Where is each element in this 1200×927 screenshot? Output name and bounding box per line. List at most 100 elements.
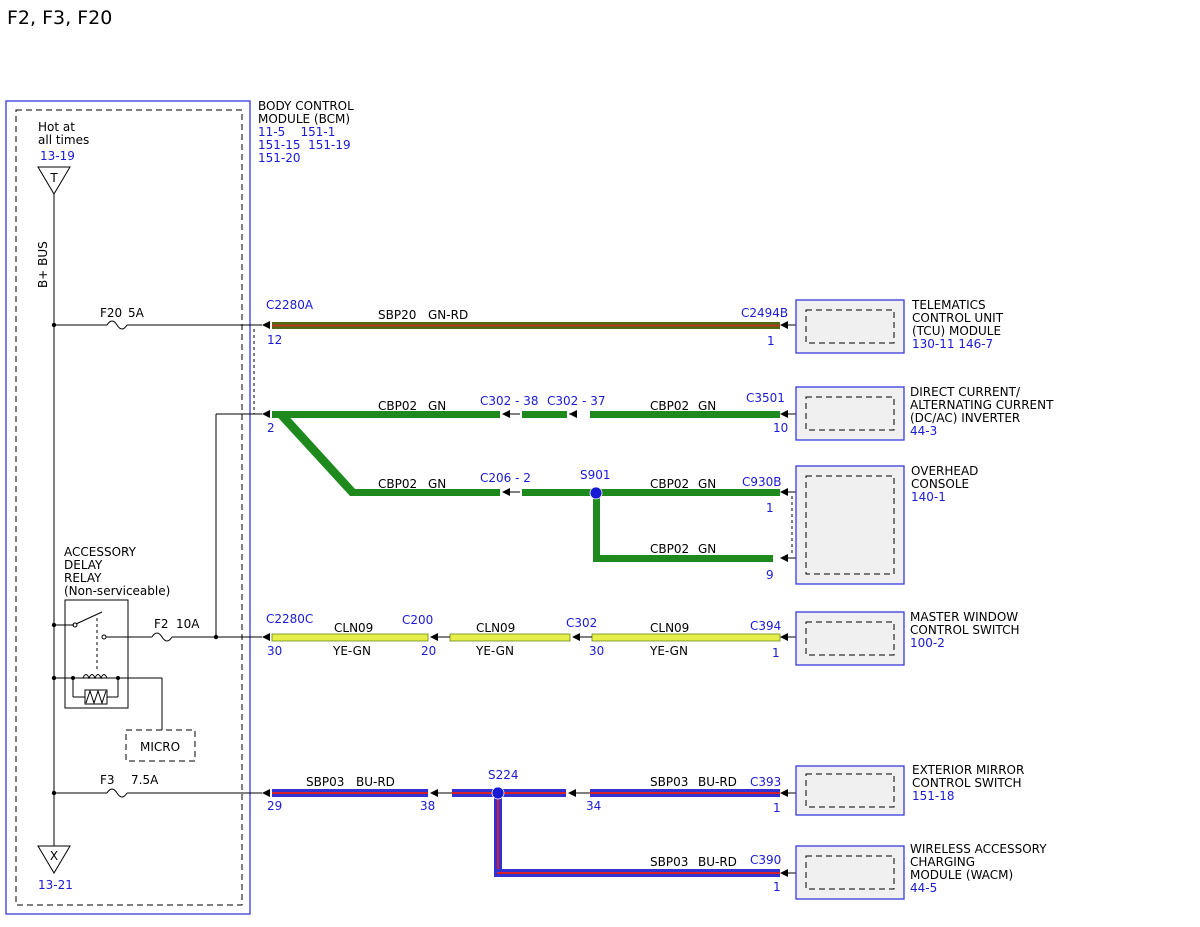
splice-s901 [589, 486, 603, 500]
wire-cln09 [271, 633, 781, 642]
power-source-symbol [37, 166, 71, 195]
oh-ref: 140-1 [911, 490, 946, 504]
bcm-outer-box [5, 100, 251, 915]
wire-sbp20-stripe [272, 324, 780, 327]
wire-sbp03-seg4-stripe [497, 872, 780, 874]
s901-label: S901 [580, 468, 611, 482]
wire-cbp02-oh-drop [593, 492, 600, 562]
bcm-name-line: BODY CONTROL [258, 99, 354, 113]
oh-wire-color: GN [698, 542, 716, 556]
c200-label: C200 [402, 613, 433, 627]
c393-label: C393 [750, 775, 781, 789]
relay-label-line: ACCESSORY [64, 545, 137, 559]
oh-wire-color: GN [698, 477, 716, 491]
mirror-box [795, 765, 905, 816]
tcu-circuit: SBP20 [378, 308, 416, 322]
resistor-zigzag [85, 689, 107, 705]
wire-cbp02-seg1 [272, 411, 500, 418]
bcm-ref-line: 151-15 151-19 [258, 138, 351, 152]
relay-box [64, 599, 129, 709]
oh-box [795, 465, 905, 585]
relay-label-line: (Non-serviceable) [64, 584, 170, 598]
mirror-circuit: SBP03 [650, 775, 688, 789]
c2280c-label: C2280C [266, 612, 313, 626]
bcm-ref-line: 11-5 151-1 [258, 125, 335, 139]
c2280a-pin12-arrow [262, 321, 270, 329]
mwcs-circuit: CLN09 [650, 621, 689, 635]
ground-letter: X [50, 849, 58, 863]
micro-box [125, 729, 196, 762]
mirror-circuit: SBP03 [306, 775, 344, 789]
oh-connector-arrow [780, 488, 788, 496]
mwcs-wire-color: YE-GN [332, 644, 371, 658]
c930b-pin9: 9 [766, 568, 774, 582]
dcac-circuit: CBP02 [650, 399, 689, 413]
wacm-box [795, 845, 905, 900]
c302-38-arrow [502, 410, 510, 418]
mwcs-circuit: CLN09 [476, 621, 515, 635]
dcac-inner-box [805, 396, 895, 431]
c930b-pin1: 1 [766, 501, 774, 515]
wire-sbp20 [272, 322, 780, 329]
tcu-connector-arrow [780, 321, 788, 329]
f3-fuse-name: F3 [100, 773, 115, 787]
micro-label: MICRO [140, 740, 180, 754]
pin34-label: 34 [586, 799, 601, 813]
accessory-delay-relay: ACCESSORY DELAY RELAY (Non-serviceable) [51, 545, 170, 730]
wire-cbp02-oh-seg3 [593, 555, 773, 562]
relay-contact [101, 634, 107, 640]
oh-circuit: CBP02 [378, 477, 417, 491]
tcu-ref: 130-11 146-7 [912, 337, 993, 351]
dcac-box [795, 386, 905, 441]
pin29-arrow [262, 789, 270, 797]
oh-label-line: OVERHEAD [911, 464, 978, 478]
f2-fuse-symbol [151, 632, 173, 642]
mwcs-inner-box [805, 621, 895, 656]
c302-pin: 30 [589, 644, 604, 658]
mirror-inner-box [805, 773, 895, 808]
c302-37-label: C302 - 37 [547, 394, 606, 408]
dcac-end-pin: 10 [773, 421, 788, 435]
wacm-wire-color: BU-RD [698, 855, 737, 869]
module-tcu: TELEMATICS CONTROL UNIT (TCU) MODULE 130… [795, 298, 1004, 354]
pin38-label: 38 [420, 799, 435, 813]
c394-pin: 1 [772, 646, 780, 660]
wacm-label-line: WIRELESS ACCESSORY [910, 842, 1047, 856]
relay-switch-blade [75, 611, 103, 625]
tcu-end-pin: 1 [767, 334, 775, 348]
mirror-start-pin: 29 [267, 799, 282, 813]
wire-cbp02-oh-seg1 [350, 489, 500, 496]
wire-cln09-seg2 [449, 633, 571, 642]
module-dcac-inverter: DIRECT CURRENT/ ALTERNATING CURRENT (DC/… [795, 385, 1054, 441]
wacm-connector-arrow [780, 869, 788, 877]
mwcs-circuit: CLN09 [334, 621, 373, 635]
bcm-name-line: MODULE (BCM) [258, 112, 350, 126]
module-overhead-console: OVERHEAD CONSOLE 140-1 [795, 464, 978, 585]
c930b-label: C930B [742, 475, 782, 489]
c302-38-label: C302 - 38 [480, 394, 539, 408]
bcm-label: BODY CONTROL MODULE (BCM) 11-5 151-1 151… [258, 99, 354, 165]
module-exterior-mirror-switch: EXTERIOR MIRROR CONTROL SWITCH 151-18 [795, 763, 1024, 816]
module-wacm: WIRELESS ACCESSORY CHARGING MODULE (WACM… [795, 842, 1047, 900]
c302-37-arrow [569, 410, 577, 418]
wire-sbp03-stripe [452, 792, 566, 794]
c200-arrow [430, 633, 438, 641]
diagram-title: F2, F3, F20 [7, 7, 112, 29]
mirror-label-line: EXTERIOR MIRROR [912, 763, 1024, 777]
c206-arrow [502, 488, 510, 496]
bcm-ref-line: 151-20 [258, 151, 301, 165]
s224-label: S224 [488, 768, 519, 782]
mwcs-connector-arrow [780, 633, 788, 641]
b-plus-bus-label: B+ BUS [36, 241, 50, 288]
oh-circuit: CBP02 [650, 542, 689, 556]
f2-fuse-name: F2 [154, 617, 169, 631]
oh-wire-color: GN [428, 477, 446, 491]
tcu-wire-color: GN-RD [428, 308, 468, 322]
dcac-circuit: CBP02 [378, 399, 417, 413]
f20-fuse-symbol [106, 320, 128, 330]
oh-circuit: CBP02 [650, 477, 689, 491]
relay-resistor [84, 689, 108, 705]
wire-sbp03 [272, 789, 780, 877]
mwcs-wire-color: YE-GN [649, 644, 688, 658]
